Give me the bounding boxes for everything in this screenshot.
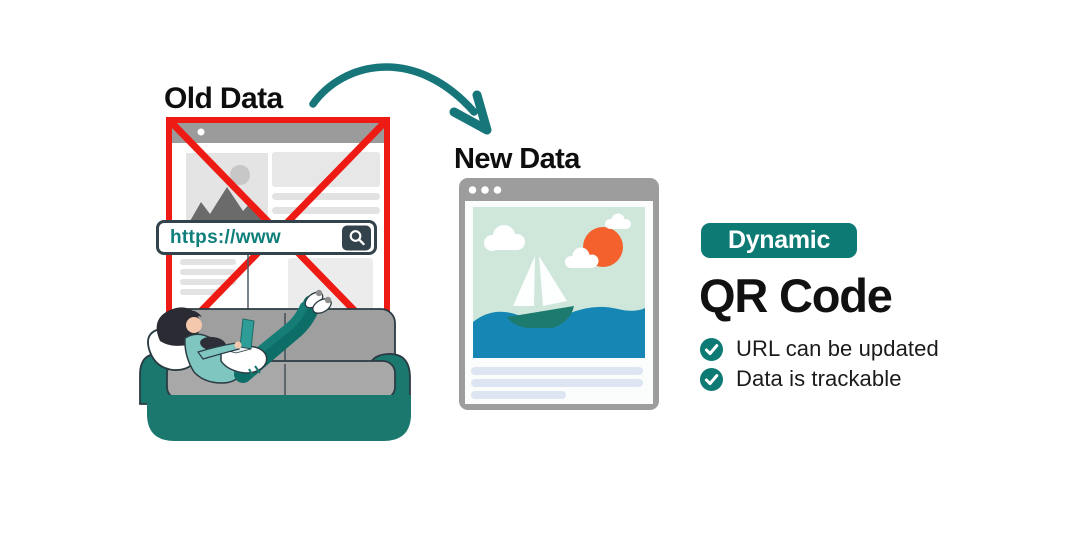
sailboat-picture [473,207,645,358]
sail-left [513,256,535,306]
check-icon [700,337,723,361]
face [186,317,202,333]
new-browser-window [459,178,659,410]
search-icon [349,230,365,246]
couch-base [147,395,411,441]
window-dots [468,186,502,194]
person-illustration [147,289,332,384]
text-placeholder-lines [471,367,643,399]
url-bar: https://www [156,220,377,255]
feature-data-trackable: Data is trackable [700,366,902,391]
search-button [342,225,371,250]
window-dot [197,128,205,136]
feature-text: Data is trackable [736,366,902,391]
qr-code-title: QR Code [699,269,893,322]
arrow-icon [309,63,492,135]
sail-right [539,256,567,306]
old-data-label: Old Data [164,82,283,115]
new-data-label: New Data [454,143,580,175]
dynamic-badge: Dynamic [701,223,857,258]
feet [304,289,332,314]
clouds [484,213,631,268]
feature-url-updated: URL can be updated [700,336,939,361]
feature-text: URL can be updated [736,336,939,361]
url-text: https://www [170,226,281,248]
boat-hull [507,306,574,328]
check-icon [700,367,723,391]
